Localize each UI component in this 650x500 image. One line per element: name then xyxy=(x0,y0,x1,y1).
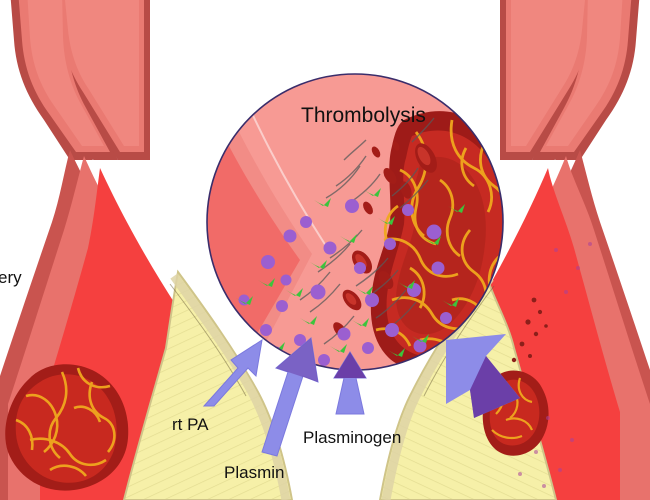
rtpa-label: rt PA xyxy=(172,415,209,434)
particles xyxy=(236,188,465,366)
left-thrombus-fibrin xyxy=(15,367,116,477)
right-plaque-outline xyxy=(423,285,495,397)
left-branch-inner xyxy=(27,0,104,146)
motion-streaks xyxy=(299,117,435,345)
left-thrombus xyxy=(5,364,129,491)
right-artery xyxy=(378,0,650,500)
rtpa-arrow xyxy=(202,338,263,407)
left-branch-inner-2 xyxy=(65,0,139,146)
plasmin-label: Plasmin xyxy=(224,463,284,482)
rtpa-particles xyxy=(236,188,465,365)
right-debris-dots xyxy=(511,297,548,363)
right-particle-dots xyxy=(518,242,592,488)
page-title: Thrombolysis xyxy=(301,104,426,127)
right-branch-inner xyxy=(546,0,623,146)
plasminogen-label: Plasminogen xyxy=(303,428,401,447)
plasmin-particles xyxy=(238,199,458,366)
right-branch-inner-2 xyxy=(511,0,585,146)
plasminogen-arrowhead-overlay xyxy=(334,352,366,378)
effect-arrow-head xyxy=(470,356,520,418)
left-plaque-outline xyxy=(169,283,247,397)
artery-edge-label: ery xyxy=(0,268,22,287)
annotation-arrows xyxy=(202,334,520,457)
plasmin-arrowhead-overlay xyxy=(276,338,318,382)
left-plaque-cap xyxy=(170,273,291,500)
clot-fragments xyxy=(299,117,437,345)
left-artery xyxy=(0,0,294,500)
